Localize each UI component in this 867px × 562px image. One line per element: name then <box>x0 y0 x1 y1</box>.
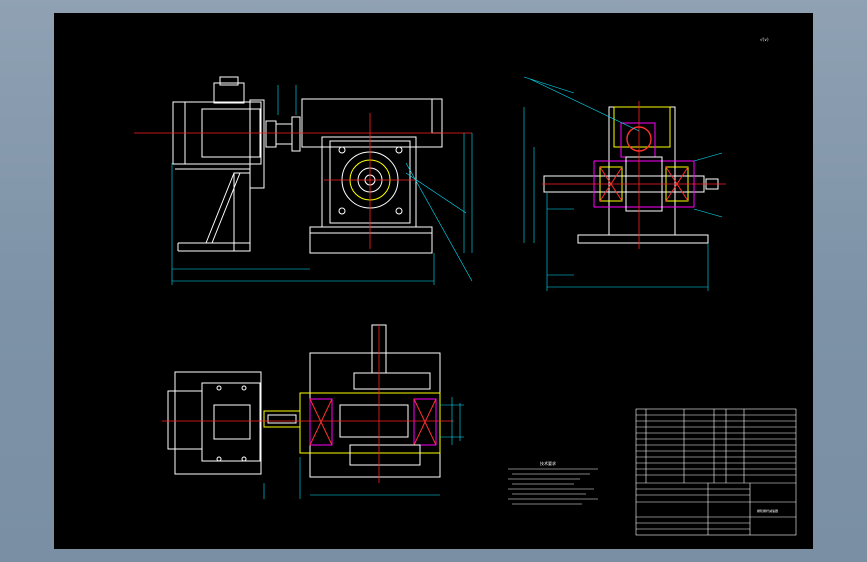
base-plate <box>309 226 433 254</box>
gearbox-housing <box>301 98 443 148</box>
plan-view-centerlines <box>162 325 454 483</box>
side-view-dimensions <box>523 76 723 291</box>
title-block <box>635 408 797 536</box>
drawing-sheet: 技术要求 <box>54 13 813 549</box>
front-elevation-view <box>172 76 443 254</box>
notes-title: 技术要求 <box>540 460 556 466</box>
front-view-centerlines <box>134 113 472 249</box>
plan-view <box>167 324 441 478</box>
title-block-drawing-name: 蜗轮蜗杆减速器 <box>757 508 778 513</box>
side-view-centerlines <box>542 101 726 249</box>
technical-notes: 技术要求 <box>508 460 598 505</box>
front-view-dimensions <box>171 85 473 285</box>
plan-view-dimensions <box>263 397 464 499</box>
motor-plan <box>174 371 262 475</box>
cad-drawing: 技术要求 <box>134 37 797 536</box>
surface-roughness-symbol: √(∨) <box>760 37 769 42</box>
side-base-plate <box>577 234 709 244</box>
